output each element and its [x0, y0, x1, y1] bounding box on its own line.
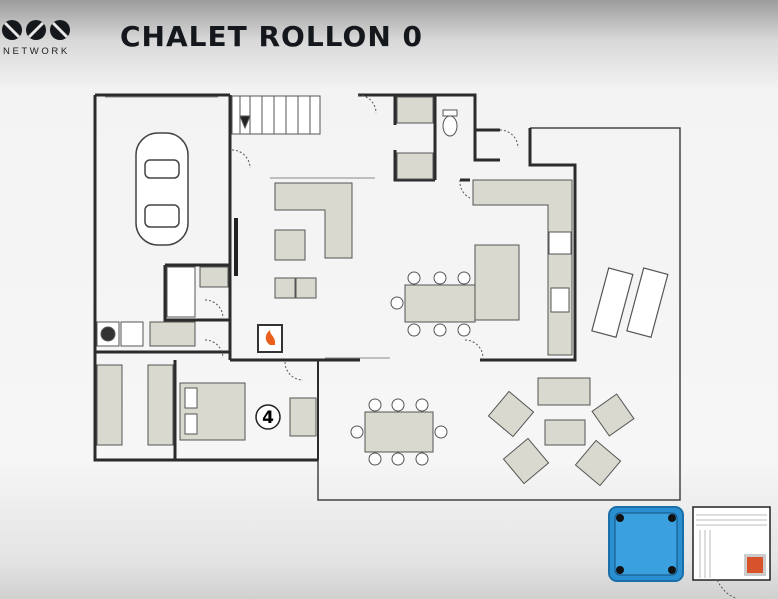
logo-subtitle: NETWORK: [3, 46, 70, 57]
dining-chairs: [390, 271, 471, 337]
living-furniture: [234, 182, 353, 299]
hot-tub-icon: [608, 506, 684, 582]
sauna-heater-icon: [747, 557, 763, 573]
bedroom-number: 4: [262, 408, 274, 428]
outdoor-dining: [350, 398, 448, 466]
page-title: CHALET ROLLON 0: [120, 20, 423, 53]
sauna: [692, 506, 771, 599]
laundry: [96, 266, 229, 347]
fireplace-icon: [257, 324, 283, 353]
bathroom-fixtures: [396, 96, 458, 180]
room-number-badge: [255, 404, 281, 430]
outdoor-lounge: [487, 377, 635, 487]
walls: [93, 93, 577, 462]
door-swings: [204, 94, 519, 381]
sun-loungers: [591, 267, 669, 338]
bedroom-furniture: [96, 364, 317, 446]
kitchen-counters: [404, 179, 573, 356]
car-icon: [135, 132, 189, 246]
windows: [105, 96, 390, 359]
staircase: [231, 95, 321, 135]
ovo-logo: [2, 20, 70, 40]
